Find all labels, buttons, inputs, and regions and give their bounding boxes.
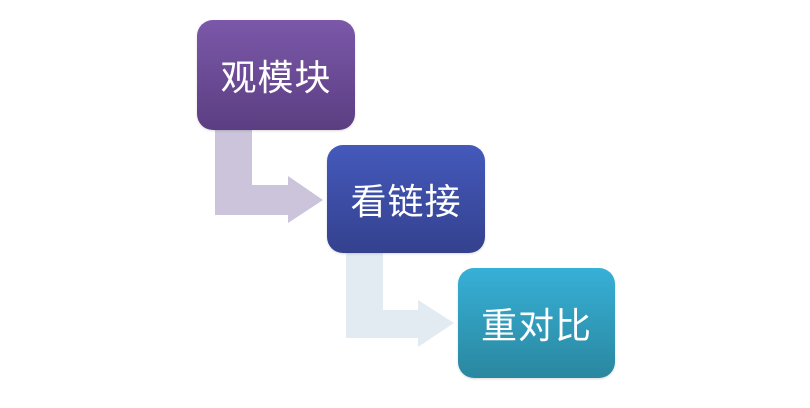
step-box-1: 观模块 [197,20,355,130]
step-box-2: 看链接 [327,145,485,253]
step-box-3: 重对比 [458,268,615,378]
step-label-3: 重对比 [480,306,592,347]
step-label-2: 看链接 [350,182,462,223]
step-label-1: 观模块 [220,58,332,99]
